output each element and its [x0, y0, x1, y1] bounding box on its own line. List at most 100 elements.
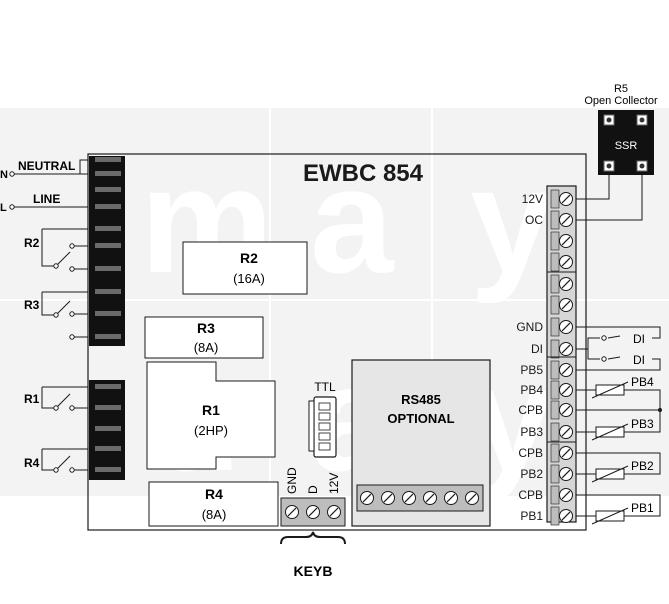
- screw-slot: [561, 490, 571, 500]
- terminal-cell: [550, 252, 560, 272]
- screw-slot: [561, 215, 571, 225]
- watermark-letter: a: [310, 136, 395, 304]
- screw-slot: [561, 448, 571, 458]
- svg-text:R2: R2: [240, 250, 258, 266]
- terminal-slot: [95, 243, 121, 248]
- neutral-letter: N: [0, 169, 8, 181]
- di-label-1: DI: [633, 332, 645, 346]
- terminal-slot: [95, 157, 121, 162]
- probe-resistors: [591, 381, 629, 525]
- terminal-label: GND: [516, 320, 543, 334]
- screw-slot: [561, 469, 571, 479]
- ttl-label: TTL: [314, 380, 336, 394]
- screw-slot: [561, 427, 571, 437]
- svg-text:(8A): (8A): [194, 340, 219, 355]
- controller-board: [87, 153, 587, 531]
- terminal-cell: [550, 210, 560, 230]
- terminal-slot: [95, 204, 121, 209]
- svg-text:(8A): (8A): [202, 507, 227, 522]
- relay-contact-dots: [53, 243, 75, 473]
- screw-slot: [561, 300, 571, 310]
- svg-text:R3: R3: [197, 320, 215, 336]
- terminal-cell: [550, 339, 560, 359]
- terminal-cell: [550, 400, 560, 420]
- svg-text:(16A): (16A): [233, 271, 265, 286]
- screw-slot: [329, 507, 339, 517]
- terminal-cell: [550, 231, 560, 251]
- terminal-cell: [550, 464, 560, 484]
- terminal-label: PB1: [520, 509, 543, 523]
- probe-label-pb3: PB3: [631, 417, 654, 431]
- left-relay-label-r1: R1: [24, 392, 40, 406]
- screw-slot: [561, 279, 571, 289]
- left-relay-label-r4: R4: [24, 456, 40, 470]
- screw-slot: [561, 194, 571, 204]
- screw-slot: [561, 385, 571, 395]
- keyb-pin-gnd: GND: [285, 467, 299, 494]
- terminal-label: PB4: [520, 383, 543, 397]
- screw-slot: [561, 257, 571, 267]
- screw-slot: [425, 493, 435, 503]
- probe-junction-dot: [658, 408, 662, 412]
- terminal-cell: [550, 380, 560, 400]
- terminal-label: CPB: [518, 488, 543, 502]
- terminal-slot: [95, 266, 121, 271]
- terminal-label: DI: [531, 342, 543, 356]
- svg-text:(2HP): (2HP): [194, 423, 228, 438]
- probe-label-pb4: PB4: [631, 375, 654, 389]
- terminal-block-top: [89, 156, 125, 346]
- ssr-ref-label: R5: [614, 83, 628, 95]
- terminal-cell: [550, 506, 560, 526]
- neutral-label: NEUTRAL: [18, 159, 75, 173]
- neutral-terminal-dot: [9, 171, 15, 177]
- relay-r1-box: R1 (2HP): [146, 361, 276, 470]
- terminal-slot: [95, 289, 121, 294]
- screw-slot: [561, 365, 571, 375]
- screw-slot: [561, 344, 571, 354]
- ssr-subtitle: Open Collector: [584, 95, 658, 107]
- power-wiring: [13, 159, 88, 208]
- screw-slot: [383, 493, 393, 503]
- di-label-2: DI: [633, 353, 645, 367]
- rs485-module: RS485 OPTIONAL: [351, 359, 491, 527]
- terminal-slot: [95, 334, 121, 339]
- terminal-slot: [95, 467, 121, 472]
- probe-label-pb1: PB1: [631, 501, 654, 515]
- terminal-label: PB5: [520, 363, 543, 377]
- terminal-label: 12V: [522, 192, 543, 206]
- terminal-slot: [95, 187, 121, 192]
- terminal-cell: [550, 485, 560, 505]
- terminal-label: CPB: [518, 403, 543, 417]
- line-letter: L: [0, 202, 7, 214]
- terminal-slot: [95, 405, 121, 410]
- terminal-slot: [95, 226, 121, 231]
- rs485-label: RS485: [401, 392, 441, 407]
- terminal-label: PB2: [520, 467, 543, 481]
- svg-text:R4: R4: [205, 486, 223, 502]
- probe-label-pb2: PB2: [631, 459, 654, 473]
- terminal-cell: [550, 295, 560, 315]
- ssr-relay: R5 Open Collector SSR: [584, 83, 658, 175]
- line-terminal-dot: [9, 204, 15, 210]
- screw-slot: [308, 507, 318, 517]
- terminal-label: CPB: [518, 446, 543, 460]
- terminal-cell: [550, 422, 560, 442]
- terminal-cell: [550, 274, 560, 294]
- screw-slot: [287, 507, 297, 517]
- watermark-letter: y: [470, 136, 553, 304]
- relay-r4-box: R4 (8A): [148, 481, 279, 527]
- terminal-slot: [95, 311, 121, 316]
- terminal-label: PB3: [520, 425, 543, 439]
- keyb-brace: [280, 531, 346, 545]
- board-title: EWBC 854: [303, 160, 424, 187]
- relay-r3-box: R3 (8A): [144, 316, 264, 359]
- terminal-slot: [95, 384, 121, 389]
- screw-slot: [561, 236, 571, 246]
- right-wiring: [576, 175, 661, 517]
- screw-slot: [561, 405, 571, 415]
- terminal-cell: [550, 189, 560, 209]
- keyb-pin-12v: 12V: [327, 473, 341, 494]
- terminal-cell: [550, 443, 560, 463]
- terminal-slot: [95, 426, 121, 431]
